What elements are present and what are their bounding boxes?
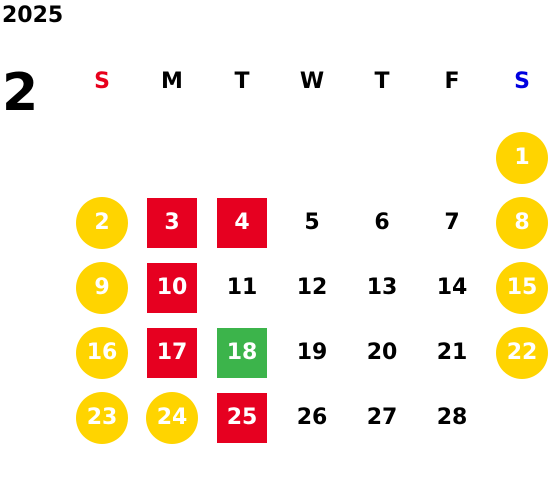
weekday-header: F (444, 68, 460, 94)
day-cell: 18 (207, 320, 277, 385)
holiday-day: 22 (496, 326, 548, 379)
day-cell: 9 (67, 255, 137, 320)
weekday-header: M (161, 68, 183, 94)
day-cell: 5 (277, 190, 347, 255)
weekday-header: T (374, 68, 390, 94)
day-cell: 20 (347, 320, 417, 385)
empty-cell (347, 125, 417, 190)
day-cell: 16 (67, 320, 137, 385)
day-number: 26 (296, 405, 328, 430)
day-cell: 2 (67, 190, 137, 255)
empty-cell (417, 125, 487, 190)
day-number: 12 (296, 275, 328, 300)
day-cell: 7 (417, 190, 487, 255)
month-label: 2 (2, 63, 39, 123)
day-number: 14 (436, 275, 468, 300)
marked-day: 18 (217, 327, 267, 378)
day-cell: 27 (347, 385, 417, 450)
day-cell: 6 (347, 190, 417, 255)
day-number: 6 (374, 210, 390, 235)
holiday-day: 8 (496, 196, 548, 249)
marked-day: 17 (147, 327, 197, 378)
day-number: 20 (366, 340, 398, 365)
day-cell: 14 (417, 255, 487, 320)
day-number: 13 (366, 275, 398, 300)
empty-cell (207, 125, 277, 190)
empty-cell (277, 125, 347, 190)
day-cell: 3 (137, 190, 207, 255)
day-cell: 12 (277, 255, 347, 320)
day-cell: 8 (487, 190, 548, 255)
marked-day: 10 (147, 262, 197, 313)
weekday-header: S (94, 68, 110, 94)
day-cell: 26 (277, 385, 347, 450)
holiday-day: 24 (146, 391, 198, 444)
weekday-header: W (299, 68, 325, 94)
marked-day: 25 (217, 392, 267, 443)
holiday-day: 2 (76, 196, 128, 249)
day-cell: 22 (487, 320, 548, 385)
day-number: 11 (226, 275, 258, 300)
day-number: 5 (304, 210, 320, 235)
day-cell: 1 (487, 125, 548, 190)
day-number: 28 (436, 405, 468, 430)
day-cell: 4 (207, 190, 277, 255)
day-cell: 15 (487, 255, 548, 320)
holiday-day: 16 (76, 326, 128, 379)
year-label: 2025 (2, 3, 64, 28)
weekday-header: S (514, 68, 530, 94)
weekday-header: T (234, 68, 250, 94)
holiday-day: 15 (496, 261, 548, 314)
empty-cell (137, 125, 207, 190)
holiday-day: 23 (76, 391, 128, 444)
holiday-day: 1 (496, 131, 548, 184)
day-number: 19 (296, 340, 328, 365)
day-cell: 25 (207, 385, 277, 450)
day-cell: 11 (207, 255, 277, 320)
day-cell: 19 (277, 320, 347, 385)
day-number: 7 (444, 210, 460, 235)
day-cell: 17 (137, 320, 207, 385)
marked-day: 3 (147, 197, 197, 248)
empty-cell (67, 125, 137, 190)
marked-day: 4 (217, 197, 267, 248)
day-cell: 13 (347, 255, 417, 320)
day-number: 21 (436, 340, 468, 365)
day-cell: 10 (137, 255, 207, 320)
day-cell: 28 (417, 385, 487, 450)
day-cell: 24 (137, 385, 207, 450)
day-cell: 23 (67, 385, 137, 450)
holiday-day: 9 (76, 261, 128, 314)
day-cell: 21 (417, 320, 487, 385)
day-number: 27 (366, 405, 398, 430)
